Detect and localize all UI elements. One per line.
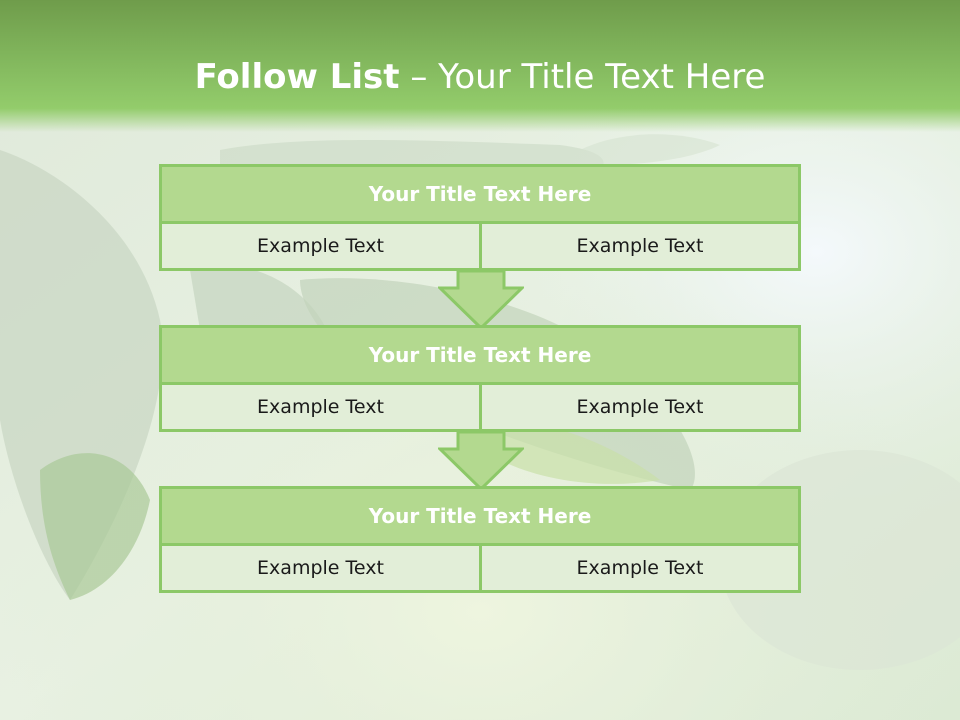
down-arrow-icon: [438, 432, 524, 490]
step-title: Your Title Text Here: [162, 328, 798, 385]
step-cell-right: Example Text: [482, 385, 798, 429]
step-title: Your Title Text Here: [162, 489, 798, 546]
step-cell-left: Example Text: [162, 385, 482, 429]
step-cell-left: Example Text: [162, 224, 482, 268]
slide-title: Follow List – Your Title Text Here: [0, 52, 960, 102]
step-box-3: Your Title Text Here Example Text Exampl…: [159, 486, 801, 593]
title-bold: Follow List: [194, 57, 400, 97]
step-title: Your Title Text Here: [162, 167, 798, 224]
step-cell-right: Example Text: [482, 546, 798, 590]
header-band: [0, 0, 960, 132]
step-cell-left: Example Text: [162, 546, 482, 590]
title-rest: – Your Title Text Here: [399, 57, 766, 97]
step-box-1: Your Title Text Here Example Text Exampl…: [159, 164, 801, 271]
down-arrow-icon: [438, 271, 524, 329]
step-cell-right: Example Text: [482, 224, 798, 268]
step-box-2: Your Title Text Here Example Text Exampl…: [159, 325, 801, 432]
